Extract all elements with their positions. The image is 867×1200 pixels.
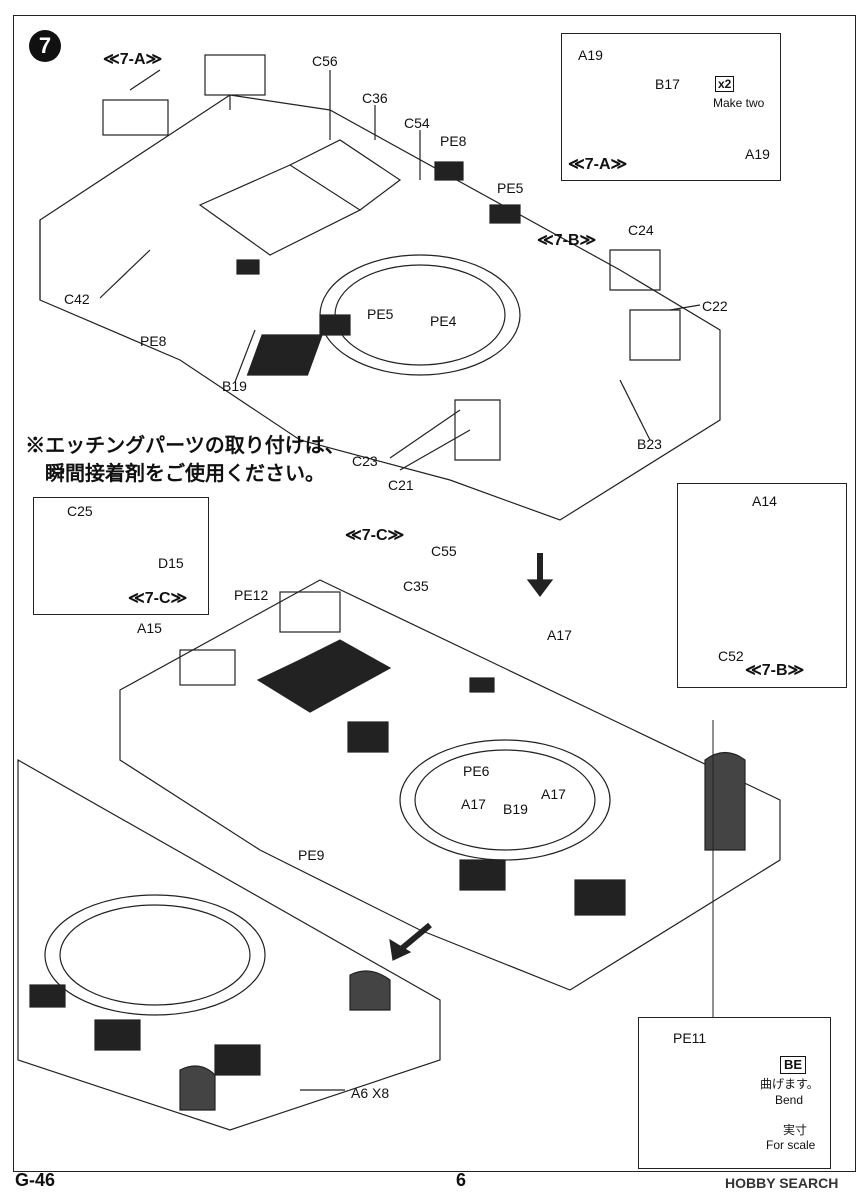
part-label-c21: C21 xyxy=(388,477,414,493)
part-label-pe4: PE4 xyxy=(430,313,457,329)
bend-note-en: Bend xyxy=(775,1093,804,1107)
page-number: 6 xyxy=(456,1170,467,1190)
inset-7b-a14: A14 xyxy=(752,493,777,509)
part-label-c56: C56 xyxy=(312,53,338,69)
callout-7c-main: ≪7-C≫ xyxy=(345,527,405,544)
part-label-a17-c: A17 xyxy=(541,786,566,802)
inset-pe11 xyxy=(638,1017,831,1169)
part-label-c22: C22 xyxy=(702,298,728,314)
part-label-c54: C54 xyxy=(404,115,430,131)
part-label-c42: C42 xyxy=(64,291,90,307)
scale-note-en: For scale xyxy=(766,1138,816,1152)
inset-7a xyxy=(561,33,781,181)
inset-7c-d15: D15 xyxy=(158,555,184,571)
part-label-pe8-top: PE8 xyxy=(440,133,467,149)
inset-7c xyxy=(33,497,209,615)
inset-7a-a19-top: A19 xyxy=(578,47,603,63)
part-label-pe9: PE9 xyxy=(298,847,325,863)
part-label-a17-b: A17 xyxy=(461,796,486,812)
warning-line-2: 瞬間接着剤をご使用ください。 xyxy=(45,463,325,485)
part-label-b23: B23 xyxy=(637,436,662,452)
part-label-c55: C55 xyxy=(431,543,457,559)
inset-7a-title: ≪7-A≫ xyxy=(568,156,628,173)
inset-7b-title: ≪7-B≫ xyxy=(745,662,805,679)
scale-note-jp: 実寸 xyxy=(783,1123,808,1137)
inset-pe11-label: PE11 xyxy=(673,1030,707,1046)
part-label-c24: C24 xyxy=(628,222,654,238)
warning-line-1: ※エッチングパーツの取り付けは、 xyxy=(25,435,345,457)
part-label-pe8-left: PE8 xyxy=(140,333,167,349)
inset-7c-c25: C25 xyxy=(67,503,93,519)
part-label-c36: C36 xyxy=(362,90,388,106)
multiplier-badge: x2 xyxy=(715,76,735,92)
part-label-a15: A15 xyxy=(137,620,162,636)
watermark: HOBBY SEARCH xyxy=(725,1175,839,1191)
part-label-b19-top: B19 xyxy=(222,378,247,394)
bend-note-jp: 曲げます。 xyxy=(760,1077,819,1091)
make-two-note: Make two xyxy=(713,96,765,110)
step-number-badge: 7 xyxy=(29,30,61,62)
callout-7a-main: ≪7-A≫ xyxy=(103,51,163,68)
part-label-b19: B19 xyxy=(503,801,528,817)
inset-7c-title: ≪7-C≫ xyxy=(128,590,188,607)
callout-7b-main: ≪7-B≫ xyxy=(537,232,597,249)
footer-code: G-46 xyxy=(15,1170,56,1190)
part-label-c23: C23 xyxy=(352,453,378,469)
part-label-a17-a: A17 xyxy=(547,627,572,643)
page-frame xyxy=(13,15,856,1172)
part-label-pe6: PE6 xyxy=(463,763,490,779)
adhesive-warning-note: ※エッチングパーツの取り付けは、 瞬間接着剤をご使用ください。 xyxy=(22,432,348,488)
part-label-pe12: PE12 xyxy=(234,587,269,603)
inset-7a-b17: B17 xyxy=(655,76,680,92)
bend-badge: BE xyxy=(780,1056,807,1074)
part-label-pe5-mid: PE5 xyxy=(367,306,394,322)
part-label-c35: C35 xyxy=(403,578,429,594)
inset-7b-c52: C52 xyxy=(718,648,744,664)
part-label-pe5-top: PE5 xyxy=(497,180,524,196)
inset-7a-a19-bottom: A19 xyxy=(745,146,770,162)
part-label-a6: A6 X8 xyxy=(351,1085,390,1101)
inset-7b xyxy=(677,483,847,688)
